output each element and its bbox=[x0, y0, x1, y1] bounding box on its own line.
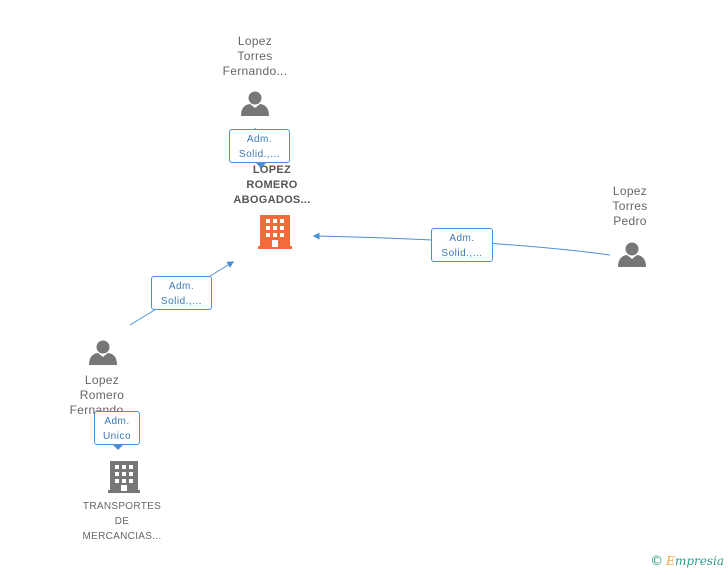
badge-line: Adm. bbox=[104, 416, 130, 427]
label-line: Lopez bbox=[84, 373, 120, 387]
label-line: LOPEZ bbox=[252, 164, 292, 176]
brand-initial: E bbox=[666, 554, 675, 568]
role-badge-top[interactable]: Adm. Solid.,... bbox=[229, 129, 290, 163]
badge-pointer bbox=[113, 445, 123, 450]
brand-name: mpresia bbox=[674, 554, 724, 568]
label-line: DE bbox=[114, 516, 130, 527]
badge-line: Adm. bbox=[246, 134, 273, 145]
label-line: Lopez bbox=[237, 34, 273, 48]
empresia-logo[interactable]: ©Empresia bbox=[650, 554, 724, 569]
role-badge-bottom[interactable]: Adm. Unico bbox=[94, 411, 140, 445]
building-icon[interactable] bbox=[258, 215, 292, 249]
badge-line: Unico bbox=[102, 431, 132, 442]
label-line: MERCANCIAS... bbox=[82, 531, 162, 542]
badge-line: Solid.,... bbox=[160, 296, 203, 307]
company-main-label[interactable]: LOPEZ ROMERO ABOGADOS... bbox=[217, 163, 327, 208]
badge-line: Solid.,... bbox=[238, 149, 281, 160]
role-badge-right[interactable]: Adm. Solid.,... bbox=[431, 228, 493, 262]
copyright-icon: © bbox=[650, 554, 664, 569]
person-icon[interactable] bbox=[241, 91, 269, 117]
label-line: TRANSPORTES bbox=[82, 501, 162, 512]
badge-line: Adm. bbox=[168, 281, 195, 292]
label-line: Fernando... bbox=[222, 64, 288, 78]
badge-pointer bbox=[256, 163, 266, 168]
label-line: Torres bbox=[612, 199, 648, 213]
company-bottom-label[interactable]: TRANSPORTES DE MERCANCIAS... bbox=[67, 499, 177, 544]
role-badge-left[interactable]: Adm. Solid.,... bbox=[151, 276, 212, 310]
label-line: Lopez bbox=[612, 184, 648, 198]
label-line: Torres bbox=[237, 49, 273, 63]
label-line: Romero bbox=[79, 388, 125, 402]
person-right-label[interactable]: Lopez Torres Pedro bbox=[590, 184, 670, 229]
person-icon[interactable] bbox=[618, 242, 646, 268]
label-line: ROMERO bbox=[246, 179, 298, 191]
person-top-label[interactable]: Lopez Torres Fernando... bbox=[205, 34, 305, 79]
building-icon[interactable] bbox=[108, 461, 140, 493]
badge-line: Solid.,... bbox=[441, 248, 483, 259]
person-left-label[interactable]: Lopez Romero Fernando... bbox=[52, 373, 152, 418]
person-icon[interactable] bbox=[89, 340, 117, 366]
badge-line: Adm. bbox=[449, 233, 475, 244]
label-line: Pedro bbox=[613, 214, 647, 228]
label-line: ABOGADOS... bbox=[233, 194, 311, 206]
